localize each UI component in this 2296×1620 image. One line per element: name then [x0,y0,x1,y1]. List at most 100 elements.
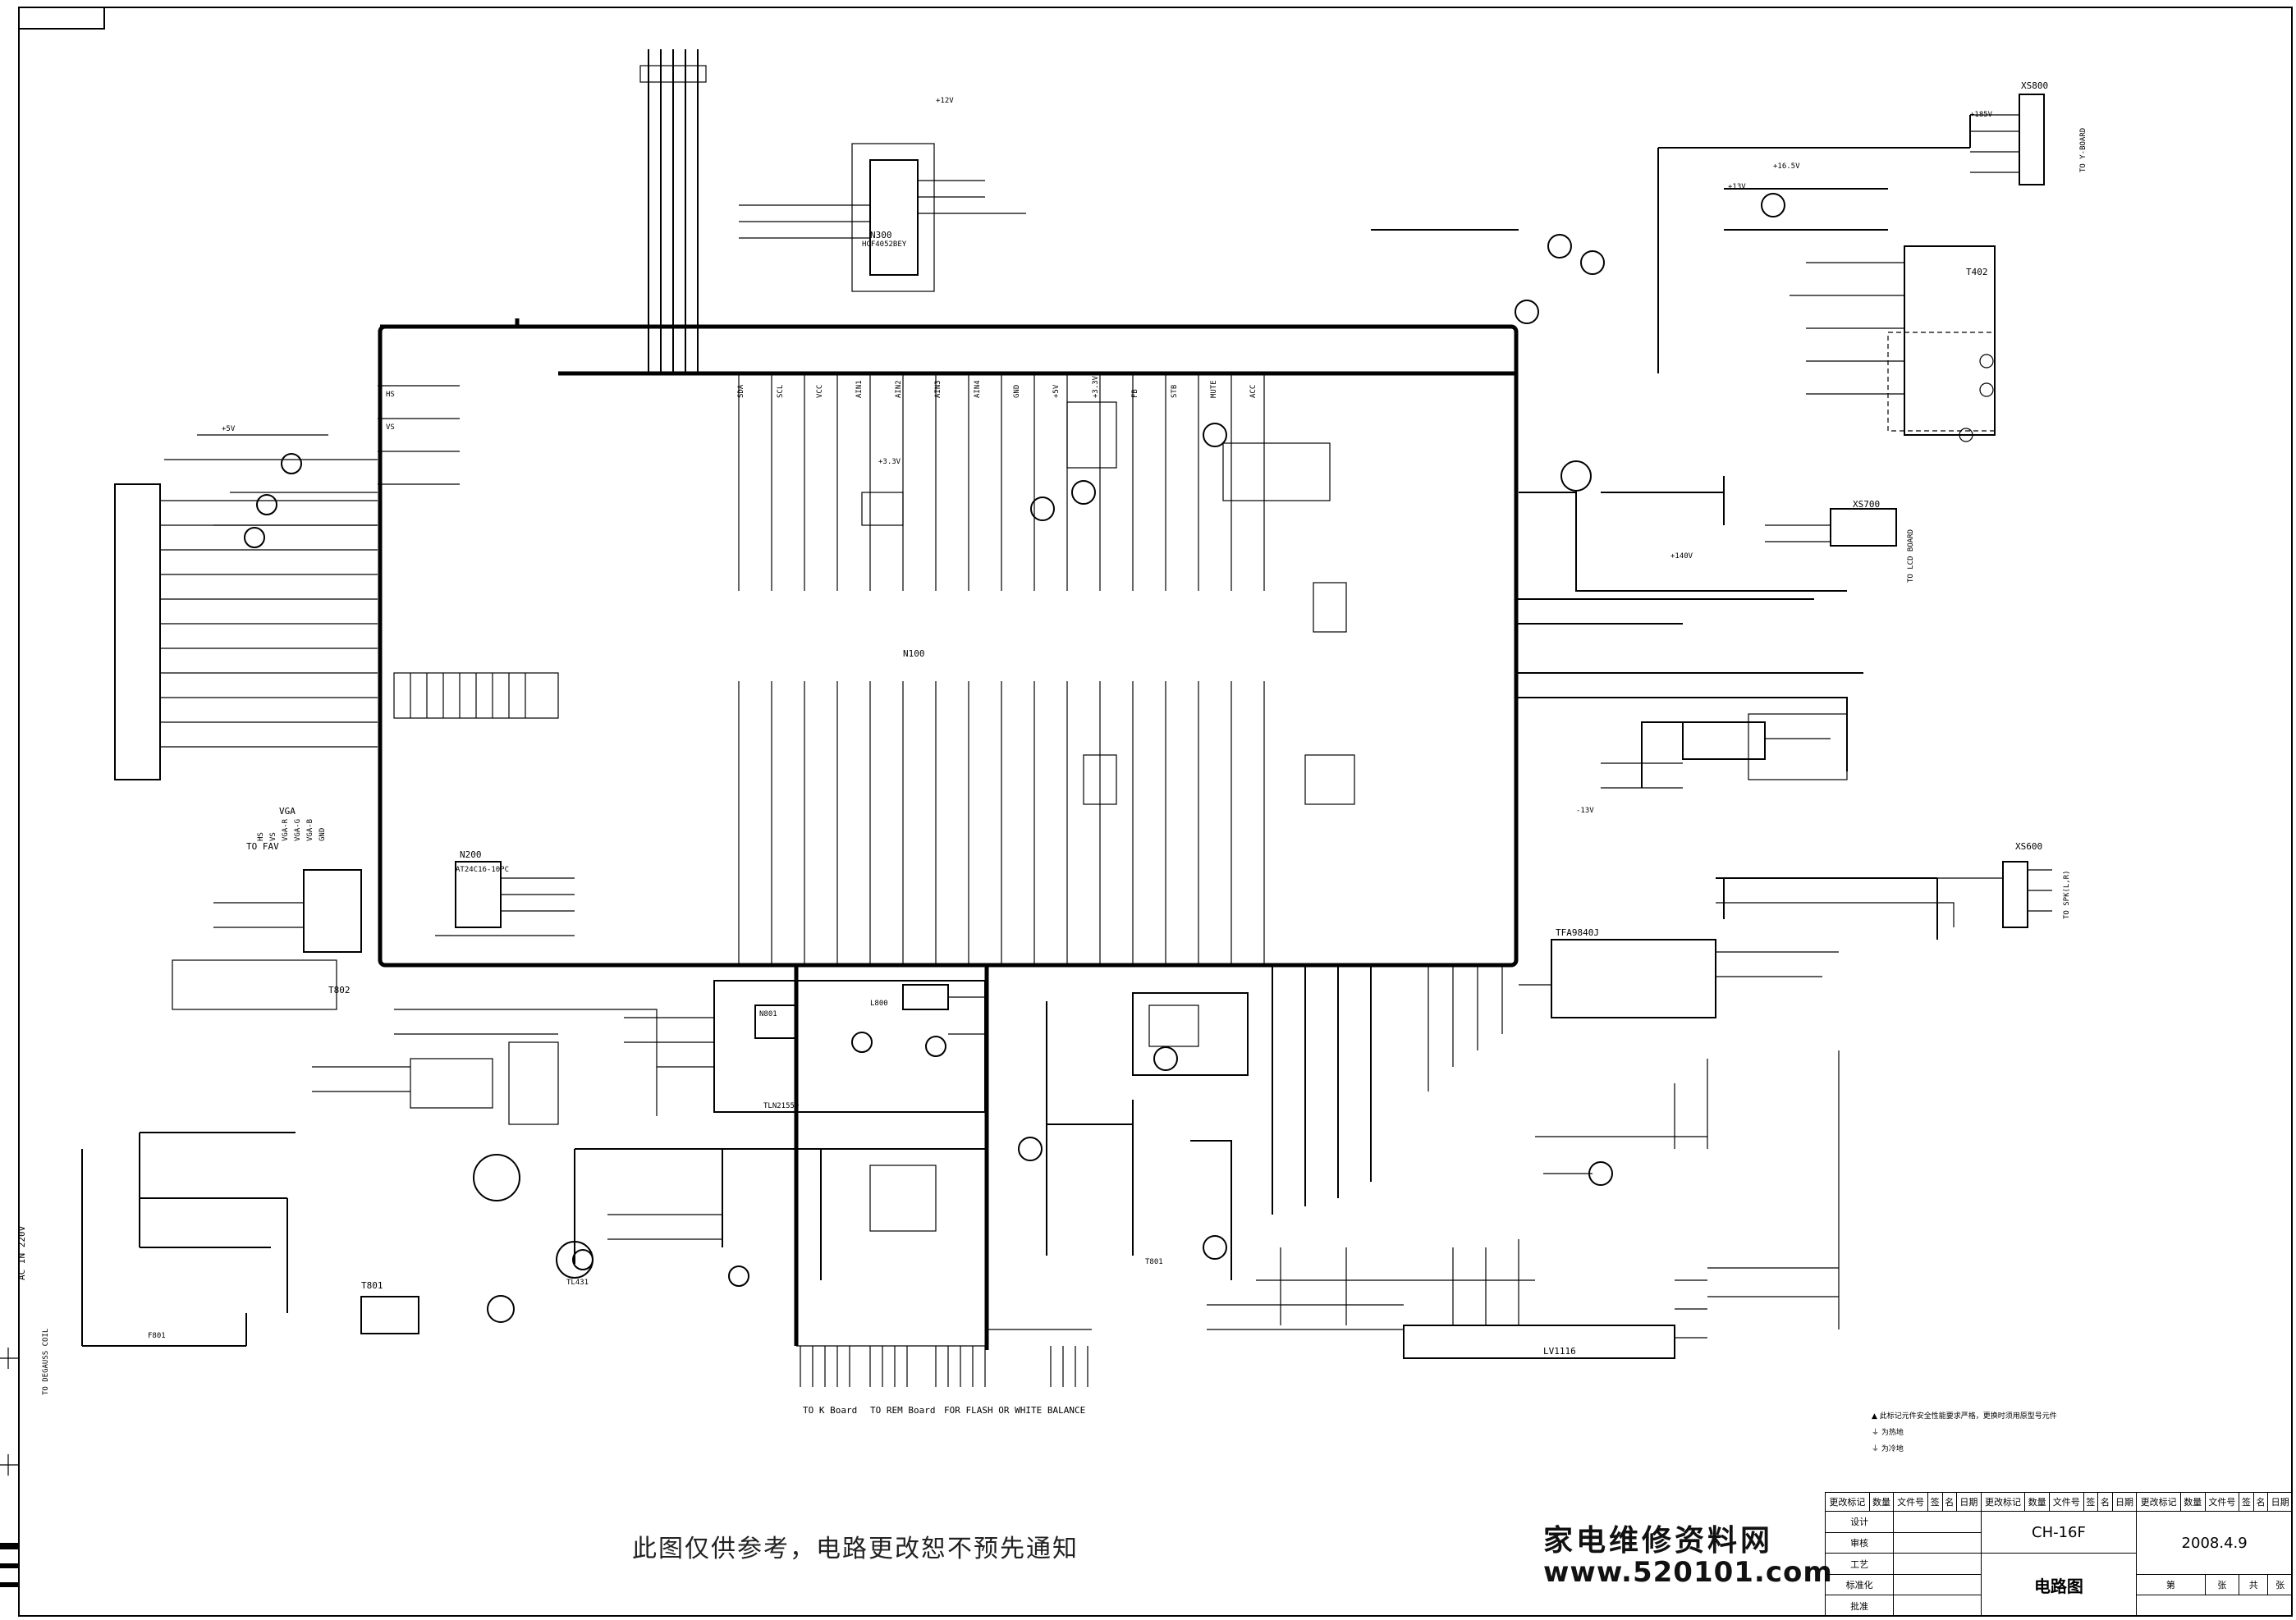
bus-net-label: AIN3 [934,380,942,398]
xs600-ref: XS600 [2015,841,2042,852]
legend-notes: ▲ 此标记元件安全性能要求严格，更换时须用原型号元件 ⏚ 为热地 ⏚ 为冷地 [1872,1408,2057,1458]
vga-pin-label: VGA-B [306,819,314,841]
eeprom-part: AT24C16-10PC [456,866,509,874]
rev-header-mark-2: 更改标记 [1980,1491,2026,1512]
rev-header-qty: 数量 [1868,1491,1895,1512]
video-buffer-transistors [164,434,378,548]
rem-board-caption: TO REM Board [870,1405,935,1416]
bus-net-label: SCL [777,385,785,398]
site-url-watermark: www.520101.com [1543,1556,1833,1589]
eeprom-ref: N200 [460,849,482,860]
rev-header-file-3: 文件号 [2204,1491,2240,1512]
drawing-date: 2008.4.9 [2136,1511,2293,1575]
bus-net-label: +3.3V [1092,375,1100,398]
switch-ic-part: HCF4052BEY [862,240,907,249]
speaker-connector: XS600 TO SPK(L,R) [1937,841,2071,928]
vga-pin-label: HS [257,832,265,841]
sheet-label-sheet: 张 [2204,1573,2240,1596]
xs700-ref: XS700 [1853,499,1880,510]
top-connector-cluster [639,49,707,373]
tuner-ic-label: LV1116 [1543,1346,1576,1357]
bus-net-label: GND [1013,385,1021,398]
role-design: 设计 [1824,1511,1895,1533]
voltage-label: +16.5V [1773,162,1800,171]
rev-header-name: 名 [1941,1491,1958,1512]
role-process: 工艺 [1824,1553,1895,1575]
component-label-f801: F801 [148,1332,166,1340]
rev-header-mark-3: 更改标记 [2136,1491,2181,1512]
rev-header-qty-2: 数量 [2024,1491,2050,1512]
rev-header-qty-3: 数量 [2179,1491,2206,1512]
vertical-section [1516,598,1863,789]
scaler-internal-detail: N100 [738,373,1355,965]
rev-header-file-2: 文件号 [2048,1491,2084,1512]
vga-pin-label: VS [269,832,277,841]
rev-header-file: 文件号 [1893,1491,1928,1512]
voltage-label: +3.3V [878,458,901,466]
flash-caption: FOR FLASH OR WHITE BALANCE [944,1405,1085,1416]
title-block: 更改标记 数量 文件号 签 名 日期 更改标记 数量 文件号 签 名 日期 更改… [1824,1491,2293,1617]
bus-net-label: AIN4 [974,380,982,398]
power-ic-label: TLN2155D [763,1102,799,1110]
rev-header-date-3: 日期 [2267,1491,2293,1512]
voltage-label: +12V [936,97,954,105]
rev-header-name-3: 名 [2252,1491,2269,1512]
power-ref: N801 [759,1010,777,1018]
sheet-label-no: 第 [2136,1573,2206,1596]
sheet-label-sheets: 张 [2267,1573,2293,1596]
rev-header-name-2: 名 [2097,1491,2113,1512]
role-standard: 标准化 [1824,1573,1895,1596]
bus-net-label: MUTE [1210,380,1218,398]
role-review: 审核 [1824,1531,1895,1554]
rev-header-date: 日期 [1956,1491,1982,1512]
vga-pin-label: VGA-R [282,818,290,841]
legend-note-3: ⏚ 为冷地 [1872,1445,1904,1453]
main-board-bus [378,324,1519,968]
voltage-label: -13V [1576,807,1594,815]
fav-caption: TO FAV [246,841,279,852]
rev-header-sign-2: 签 [2083,1491,2099,1512]
voltage-label: +5V [222,425,236,433]
xs800-ref: XS800 [2021,80,2048,91]
left-io-connectors: VGA TO FAV [114,385,559,852]
corner-tab [18,7,105,30]
t402-label: T402 [1966,267,1988,277]
drawing-name: 电路图 [1980,1553,2138,1617]
vga-pin-label: GND [319,828,327,841]
rev-header-sign: 签 [1927,1491,1943,1512]
tl431-label: TL431 [566,1279,589,1287]
bus-net-label: FB [1131,389,1139,398]
bus-net-label: AIN2 [895,380,903,398]
bus-net-label: +5V [1052,384,1061,398]
t802-label: T802 [328,985,351,995]
bus-net-label: SDA [737,384,745,398]
drawing-frame [18,7,2293,1617]
rev-header-date-2: 日期 [2111,1491,2138,1512]
rev-header-mark: 更改标记 [1825,1491,1870,1512]
lcd-board-caption: TO LCD BOARD [1907,529,1915,583]
relay-ref: T801 [361,1280,383,1291]
k-board-caption: TO K Board [803,1405,857,1416]
bus-net-label: VCC [816,385,824,398]
bottom-connectors: TO K Board TO REM Board FOR FLASH OR WHI… [796,1329,1092,1416]
speaker-caption: TO SPK(L,R) [2063,870,2071,919]
rev-header-sign-3: 签 [2239,1491,2254,1512]
site-name-watermark: 家电维修资料网 [1543,1523,1774,1558]
degauss-label: TO DEGAUSS COIL [42,1329,50,1395]
bus-net-label: AIN1 [855,380,864,398]
legend-note-1: ▲ 此标记元件安全性能要求严格，更换时须用原型号元件 [1872,1412,2057,1421]
regulator-section: N801 TLN2155D TL431 [566,980,987,1287]
audio-amp-label: TFA9840J [1556,927,1599,938]
voltage-label: +140V [1670,552,1693,561]
component-label-l800: L800 [870,1000,888,1008]
vga-pin-label: VGA-G [294,819,302,841]
eeprom-n200: N200 AT24C16-10PC [435,849,575,936]
scaler-ref: N100 [903,648,925,659]
component-label-hs_net: HS [386,391,395,399]
horizontal-deflection-section: T402 XS800 TO Y-BOARD XS700 TO LCD BOARD [1371,80,2087,592]
ac-input-label: AC IN 220V [16,1225,27,1280]
tuner-section: LV1116 [1018,965,1707,1359]
sheet-label-total: 共 [2239,1573,2269,1596]
switch-ic-ref: N300 [870,230,892,240]
